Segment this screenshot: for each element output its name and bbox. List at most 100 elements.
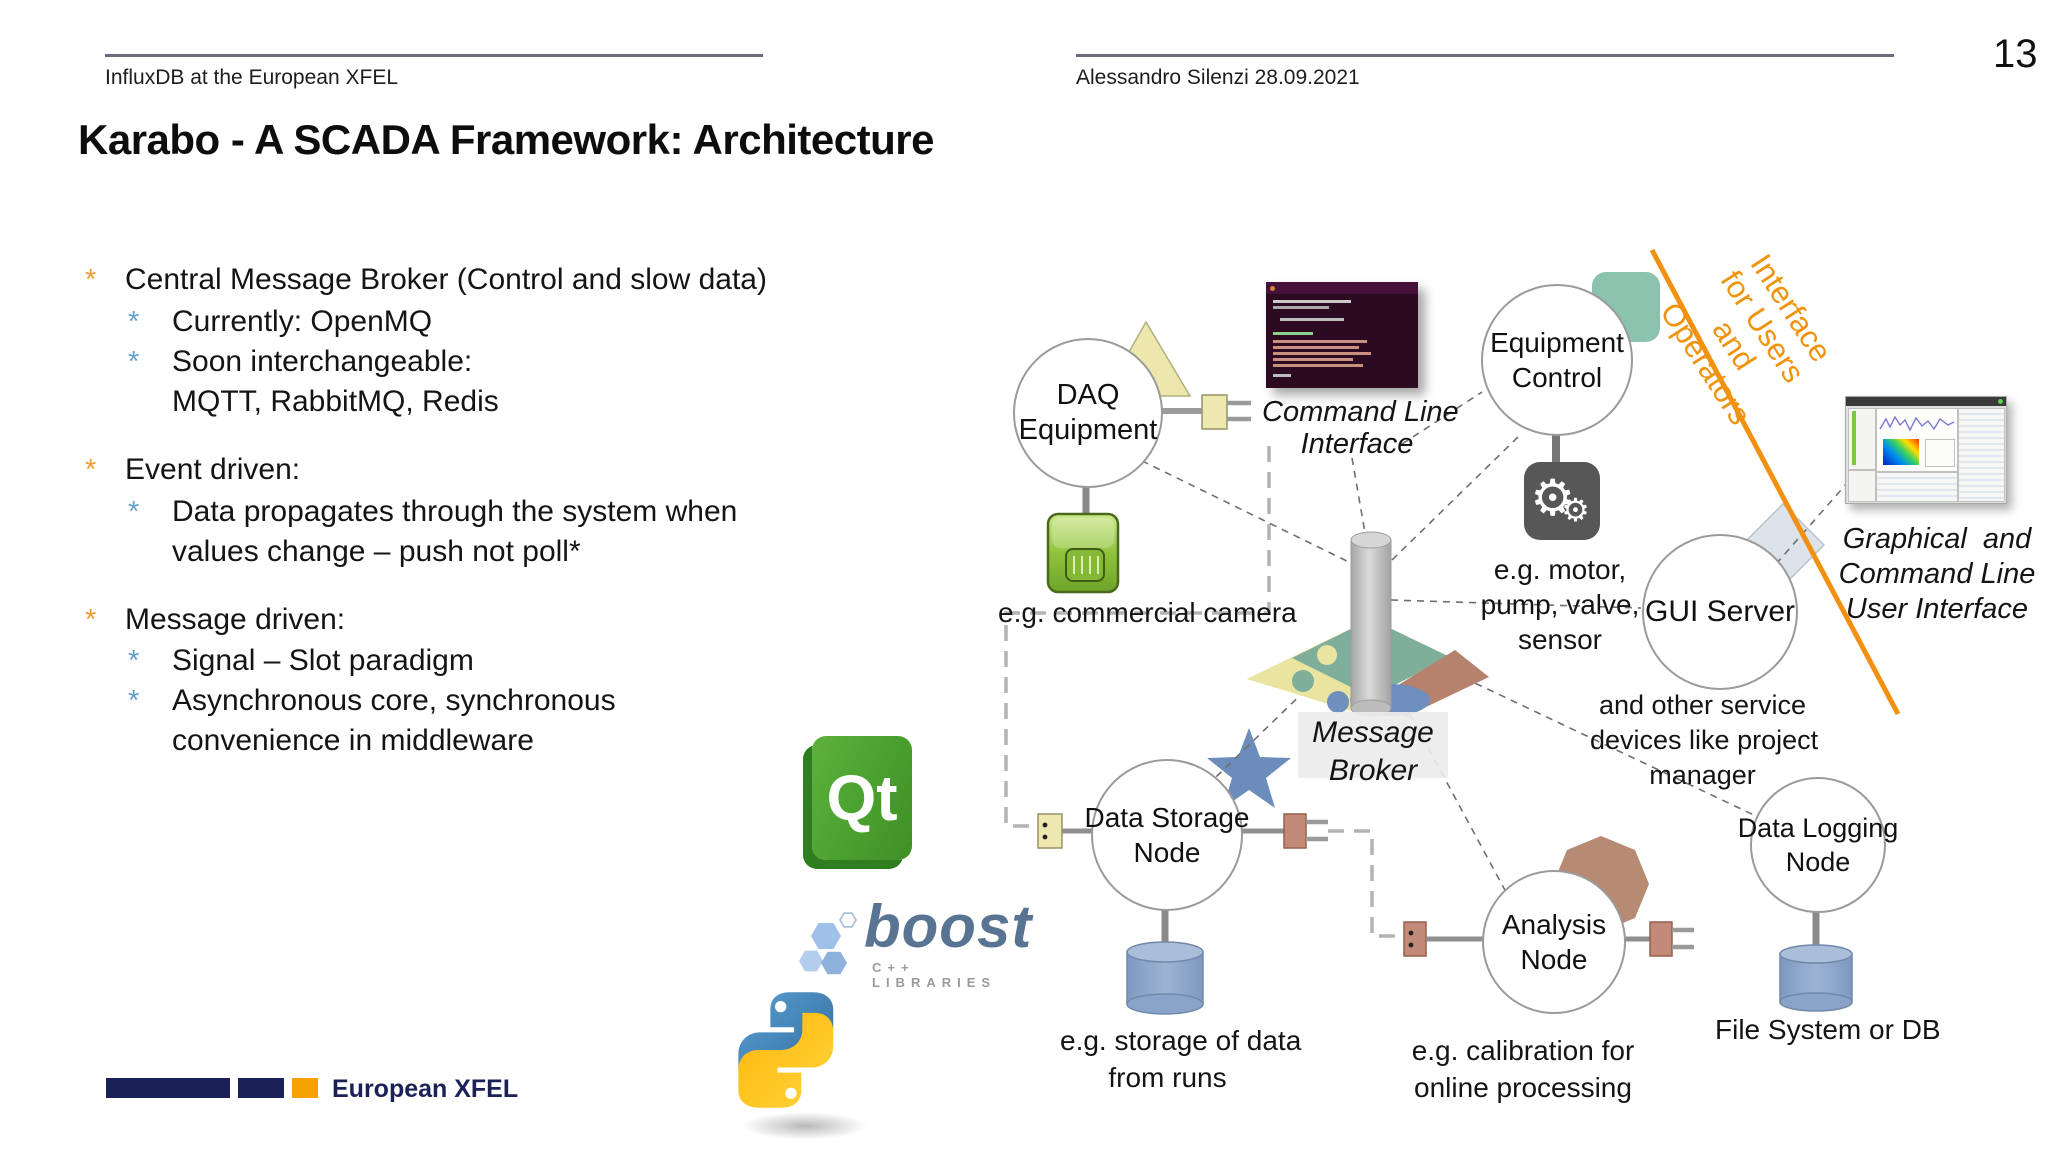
bullet-async-core: * Asynchronous core, synchronous: [128, 683, 616, 719]
bullet-text: Currently: OpenMQ: [172, 305, 433, 338]
header-rule-left: [105, 54, 763, 57]
cli-caption: Command Line Interface: [1262, 396, 1459, 460]
bullet-message-driven: * Message driven:: [85, 602, 345, 638]
plug-pin: [1042, 834, 1048, 840]
bullet-text: Signal – Slot paradigm: [172, 644, 474, 677]
gui-application-screenshot: [1845, 396, 2007, 504]
pipeline-path-storage-to-analysis: [1328, 829, 1402, 938]
xfel-logo-bar: [238, 1078, 284, 1098]
bullet-event-driven: * Event driven:: [85, 452, 300, 488]
node-data-storage: Data Storage Node: [1085, 759, 1250, 911]
node-equipment-control: Equipment Control: [1481, 284, 1633, 436]
bullet-currently-openmq: * Currently: OpenMQ: [128, 304, 432, 340]
qt-logo: Qt: [812, 736, 912, 860]
python-logo: [738, 992, 834, 1108]
bullet-marker: *: [128, 496, 140, 528]
file-system-caption: File System or DB: [1715, 1014, 1941, 1045]
logging-db-cylinder: [1779, 944, 1853, 1012]
slide-title: Karabo - A SCADA Framework: Architecture: [78, 116, 934, 163]
camera-caption: e.g. commercial camera: [998, 597, 1297, 628]
storage-db-cylinder: [1126, 941, 1204, 1015]
bullet-marker: *: [85, 454, 97, 486]
bullet-push-not-poll: values change – push not poll*: [172, 534, 581, 570]
gui-property-panel: [1958, 408, 2005, 502]
xfel-logo-text: European XFEL: [332, 1075, 519, 1103]
camera-icon: [1046, 512, 1120, 594]
header-presentation-title: InfluxDB at the European XFEL: [105, 66, 399, 89]
bullet-text: Message driven:: [125, 603, 346, 636]
gui-left-panel: [1848, 408, 1876, 470]
gears-box-shape: [1524, 462, 1600, 540]
bullet-text: MQTT, RabbitMQ, Redis: [172, 385, 499, 418]
bullet-text: Event driven:: [125, 453, 301, 486]
bullet-text: Central Message Broker (Control and slow…: [125, 263, 767, 296]
storage-caption: e.g. storage of data from runs: [1060, 1025, 1302, 1093]
gui-plot-panel: [1876, 408, 1958, 472]
message-broker-cylinder: [1350, 531, 1392, 717]
gui-line-plot: [1879, 415, 1955, 432]
gui-left-bottom-panel: [1848, 470, 1876, 502]
gui-caption: Graphical and Command Line User Interfac…: [1838, 523, 2036, 625]
bullet-soon-interchangeable: * Soon interchangeable:: [128, 344, 472, 380]
python-yellow-snake: [738, 1012, 834, 1108]
node-daq-equipment: DAQ Equipment: [1013, 338, 1163, 488]
message-broker-label: Message Broker: [1312, 716, 1434, 787]
gears-icon: ⚙⚙: [1530, 470, 1590, 528]
boost-logo: boost C++ LIBRARIES: [798, 893, 1048, 990]
message-broker-label-bg: [1298, 712, 1448, 778]
storage-right-plug: [1283, 813, 1307, 849]
python-eye: [785, 1087, 797, 1099]
bullet-marker: *: [128, 645, 140, 677]
bullet-signal-slot: * Signal – Slot paradigm: [128, 643, 474, 679]
terminal-screenshot: [1266, 282, 1418, 388]
gui-titlebar: [1846, 397, 2006, 406]
python-logo-shadow: [742, 1112, 868, 1140]
terminal-close-icon: [1270, 286, 1275, 291]
bullet-marker: *: [85, 604, 97, 636]
motor-caption: e.g. motor, pump, valve, sensor: [1480, 554, 1640, 655]
boost-subtitle: C++ LIBRARIES: [872, 960, 997, 990]
bullet-marker: *: [128, 346, 140, 378]
header-rule-right: [1076, 54, 1894, 57]
interface-divider-line: [1649, 248, 1901, 716]
bullet-mqtt-rabbitmq-redis: MQTT, RabbitMQ, Redis: [172, 384, 499, 420]
bullet-middleware: convenience in middleware: [172, 723, 534, 759]
calibration-caption: e.g. calibration for online processing: [1411, 1035, 1635, 1103]
python-eye: [774, 1000, 787, 1013]
bullet-marker: *: [128, 306, 140, 338]
plug-pin: [1042, 822, 1048, 828]
bullet-text: convenience in middleware: [172, 724, 534, 757]
node-analysis: Analysis Node: [1482, 870, 1626, 1014]
bullet-data-propagates: * Data propagates through the system whe…: [128, 494, 737, 530]
gui-status-icon: [1998, 399, 2003, 404]
bullet-marker: *: [85, 264, 97, 296]
node-gui-server: GUI Server: [1642, 534, 1798, 690]
analysis-right-plug: [1649, 921, 1673, 957]
pipeline-path-cli-to-storage: [1004, 446, 1271, 828]
xfel-logo-bar: [106, 1078, 230, 1098]
boost-hexagons-icon: [799, 912, 857, 975]
page-number: 13: [1993, 32, 2038, 76]
gui-mini-plot: [1925, 439, 1955, 467]
plug-pin: [1408, 930, 1414, 936]
xfel-logo-bar-orange: [292, 1078, 318, 1098]
gui-heatmap: [1883, 439, 1919, 465]
plug-pin: [1408, 942, 1414, 948]
bullet-central-broker: * Central Message Broker (Control and sl…: [85, 262, 767, 298]
terminal-titlebar: [1266, 282, 1418, 294]
storage-left-plug: [1037, 813, 1063, 849]
other-services-caption: and other service devices like project m…: [1590, 690, 1819, 790]
analysis-left-plug: [1403, 921, 1427, 957]
header-author-date: Alessandro Silenzi 28.09.2021: [1076, 66, 1360, 89]
gui-table-panel: [1876, 472, 1958, 502]
bullet-text: Data propagates through the system when: [172, 495, 738, 528]
star-shape: [1207, 728, 1291, 808]
boost-wordmark: boost: [864, 893, 1033, 960]
bullet-text: values change – push not poll*: [172, 535, 581, 568]
bullet-text: Soon interchangeable:: [172, 345, 473, 378]
node-data-logging: Data Logging Node: [1738, 777, 1898, 913]
daq-connector-plug: [1201, 394, 1228, 430]
bullet-marker: *: [128, 685, 140, 717]
